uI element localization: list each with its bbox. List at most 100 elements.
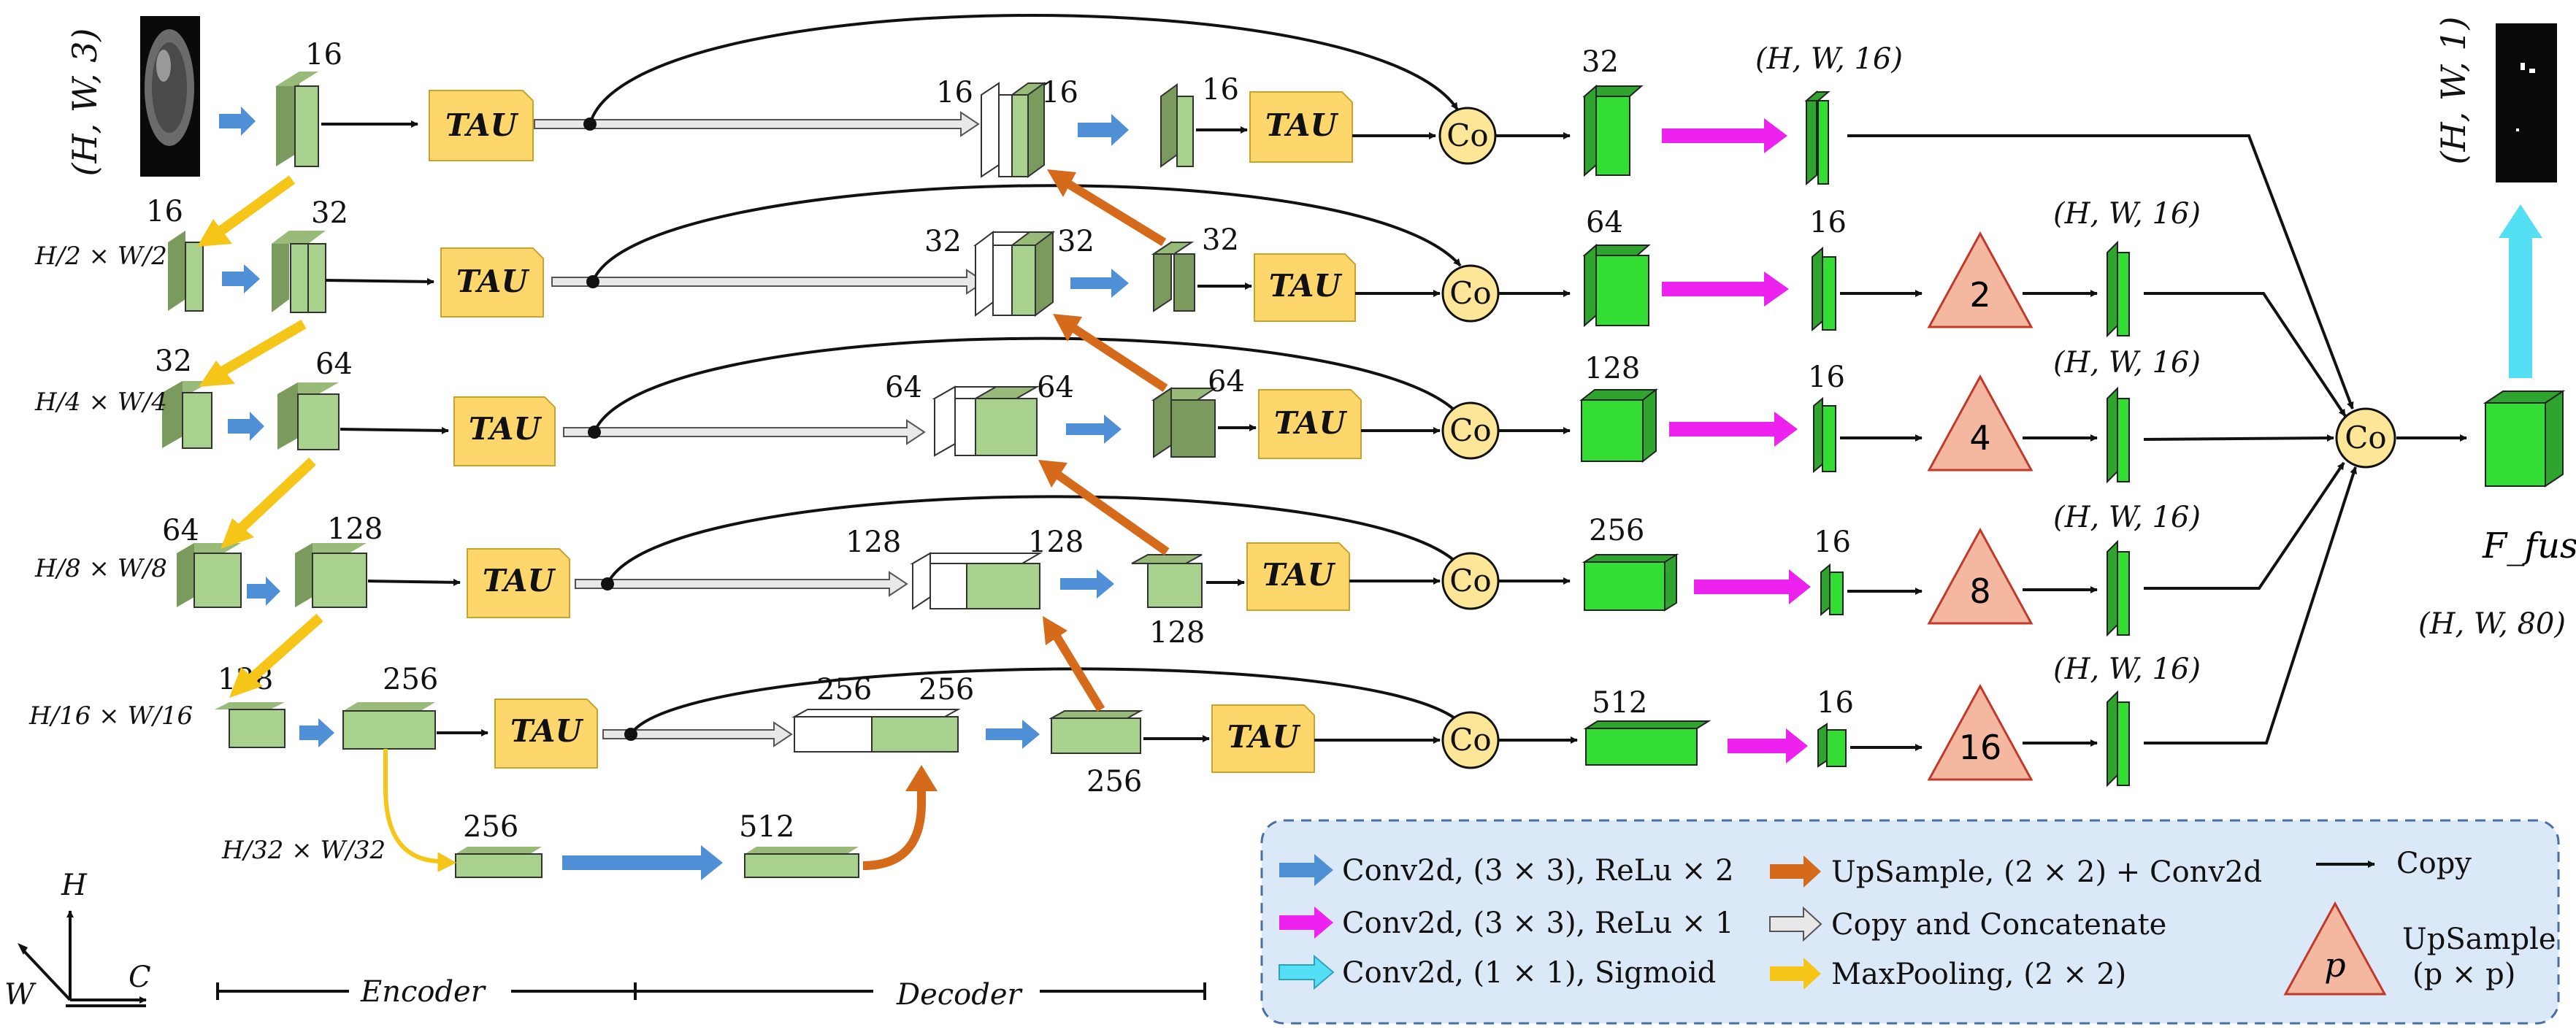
tri-16-label: 16 [1959, 728, 2002, 767]
scale-label-16: H/16 × W/16 [28, 701, 193, 731]
enc4a-channels: 64 [162, 514, 199, 547]
tri-2: 2 [1927, 231, 2033, 328]
up-block-3-shape: (H, W, 16) [2053, 501, 2201, 534]
magenta-arrows [1662, 118, 1811, 763]
enc2b-block [272, 231, 326, 313]
enc1-block [276, 72, 319, 167]
up-block-2-shape: (H, W, 16) [2053, 346, 2201, 380]
tau-box-d5: TAU [1211, 704, 1315, 773]
legend-yellow-arrow-icon [1770, 958, 1821, 990]
up-block-2 [2107, 386, 2130, 484]
concat-2-right: 32 [1057, 225, 1095, 258]
co-out-1 [1582, 84, 1644, 177]
co-fusion: Co [2335, 407, 2396, 469]
tau-box-d4: TAU [1246, 542, 1350, 611]
bottom-b-channels: 512 [739, 810, 794, 844]
skip-connections [534, 14, 1462, 747]
tau-box-4: TAU [467, 548, 570, 618]
decoder-concat-blocks: 16 16 32 32 64 64 128 128 [791, 76, 1095, 753]
concat-1 [981, 82, 1047, 178]
dec-tau-lines [1143, 126, 1257, 742]
legend: Conv2d, (3 × 3), ReLu × 2 Conv2d, (3 × 3… [1260, 819, 2560, 1025]
co-out-lines [1495, 132, 1578, 744]
tau-box-d1: TAU [1249, 91, 1353, 163]
tau-box-d3: TAU [1258, 389, 1362, 459]
tau-label-d4: TAU [1262, 557, 1336, 593]
legend-cyan-arrow-icon [1279, 954, 1335, 990]
encoder-label: Encoder [360, 975, 487, 1009]
up-block-4-shape: (H, W, 16) [2053, 653, 2201, 686]
tau-label-1: TAU [445, 107, 519, 143]
legend-p-symbol: p [2324, 945, 2345, 985]
up-block-1-shape: (H, W, 16) [2053, 197, 2201, 231]
tau-label-d5: TAU [1227, 719, 1301, 755]
legend-box [1260, 819, 2560, 1025]
fusion-shape: (H, W, 80) [2418, 607, 2566, 641]
up-block-3 [2107, 539, 2130, 637]
co-1-label: Co [1446, 118, 1488, 153]
tau-box-1: TAU [429, 90, 534, 161]
co-out-2-channels: 64 [1586, 206, 1623, 239]
upsample-arrows [862, 169, 1170, 870]
dec-block-4-channels: 128 [1149, 616, 1205, 650]
sigmoid-arrow [2499, 204, 2542, 378]
legend-white-arrow-icon [1769, 906, 1822, 942]
dec-block-1-channels: 16 [1202, 73, 1239, 107]
tri-4-label: 4 [1969, 418, 1990, 458]
tri-8: 8 [1927, 527, 2033, 625]
tri-8-label: 8 [1969, 572, 1990, 611]
co-out-3 [1579, 388, 1658, 463]
co-out-4 [1582, 553, 1679, 612]
fusion-lines [1847, 134, 2467, 744]
co-3: Co [1441, 401, 1500, 460]
concat-5-right: 256 [919, 673, 974, 707]
co-out-3-channels: 128 [1584, 352, 1640, 385]
concat-3-left: 64 [885, 371, 922, 404]
stage-bar [216, 982, 1206, 1000]
enc-tau-lines [321, 120, 488, 736]
side-3-channels: 16 [1808, 361, 1845, 394]
tri-2-label: 2 [1969, 275, 1990, 315]
legend-orange-text: UpSample, (2 × 2) + Conv2d [1831, 855, 2262, 889]
co-out-5 [1583, 720, 1711, 766]
enc4b-channels: 128 [327, 512, 383, 546]
maxpool-arrows [197, 175, 323, 698]
concat-5-left: 256 [816, 673, 872, 707]
co-fusion-label: Co [2345, 420, 2386, 455]
co-5-label: Co [1449, 722, 1491, 758]
co-3-label: Co [1449, 412, 1491, 448]
side-1 [1804, 90, 1831, 186]
scale-label-2: H/2 × W/2 [34, 242, 167, 271]
legend-p-text1: UpSample [2402, 923, 2556, 956]
enc3a-block [162, 381, 212, 449]
maxpool-bottom-line [383, 749, 439, 863]
co-out-4-channels: 256 [1589, 514, 1644, 547]
tau-label-d2: TAU [1269, 268, 1343, 304]
axis-w: W [4, 978, 37, 1012]
legend-blue-text: Conv2d, (3 × 3), ReLu × 2 [1342, 854, 1734, 888]
legend-white-text: Copy and Concatenate [1831, 908, 2166, 942]
concat-5 [791, 709, 961, 753]
encoder-conv-arrows [219, 107, 723, 880]
enc2a-channels: 16 [146, 195, 183, 228]
input-ct-image [140, 16, 200, 177]
co-1: Co [1438, 107, 1497, 165]
output-mask-image [2496, 23, 2557, 182]
co-out-5-channels: 512 [1592, 686, 1647, 720]
side-tri-lines [1840, 290, 1923, 751]
co-4-label: Co [1449, 563, 1491, 599]
side-3 [1813, 396, 1836, 474]
concat-1-right: 16 [1041, 76, 1078, 109]
enc3b-channels: 64 [315, 347, 353, 381]
tri-16: 16 [1927, 683, 2033, 781]
maxpool-bottom-head [437, 852, 457, 872]
dec-block-5-channels: 256 [1086, 765, 1142, 799]
concat-2-left: 32 [924, 225, 962, 258]
concat-1-left: 16 [936, 76, 973, 109]
co-2-label: Co [1449, 275, 1491, 311]
legend-orange-arrow-icon [1770, 855, 1821, 888]
tau-label-2: TAU [456, 263, 530, 299]
tau-box-3: TAU [453, 396, 556, 466]
